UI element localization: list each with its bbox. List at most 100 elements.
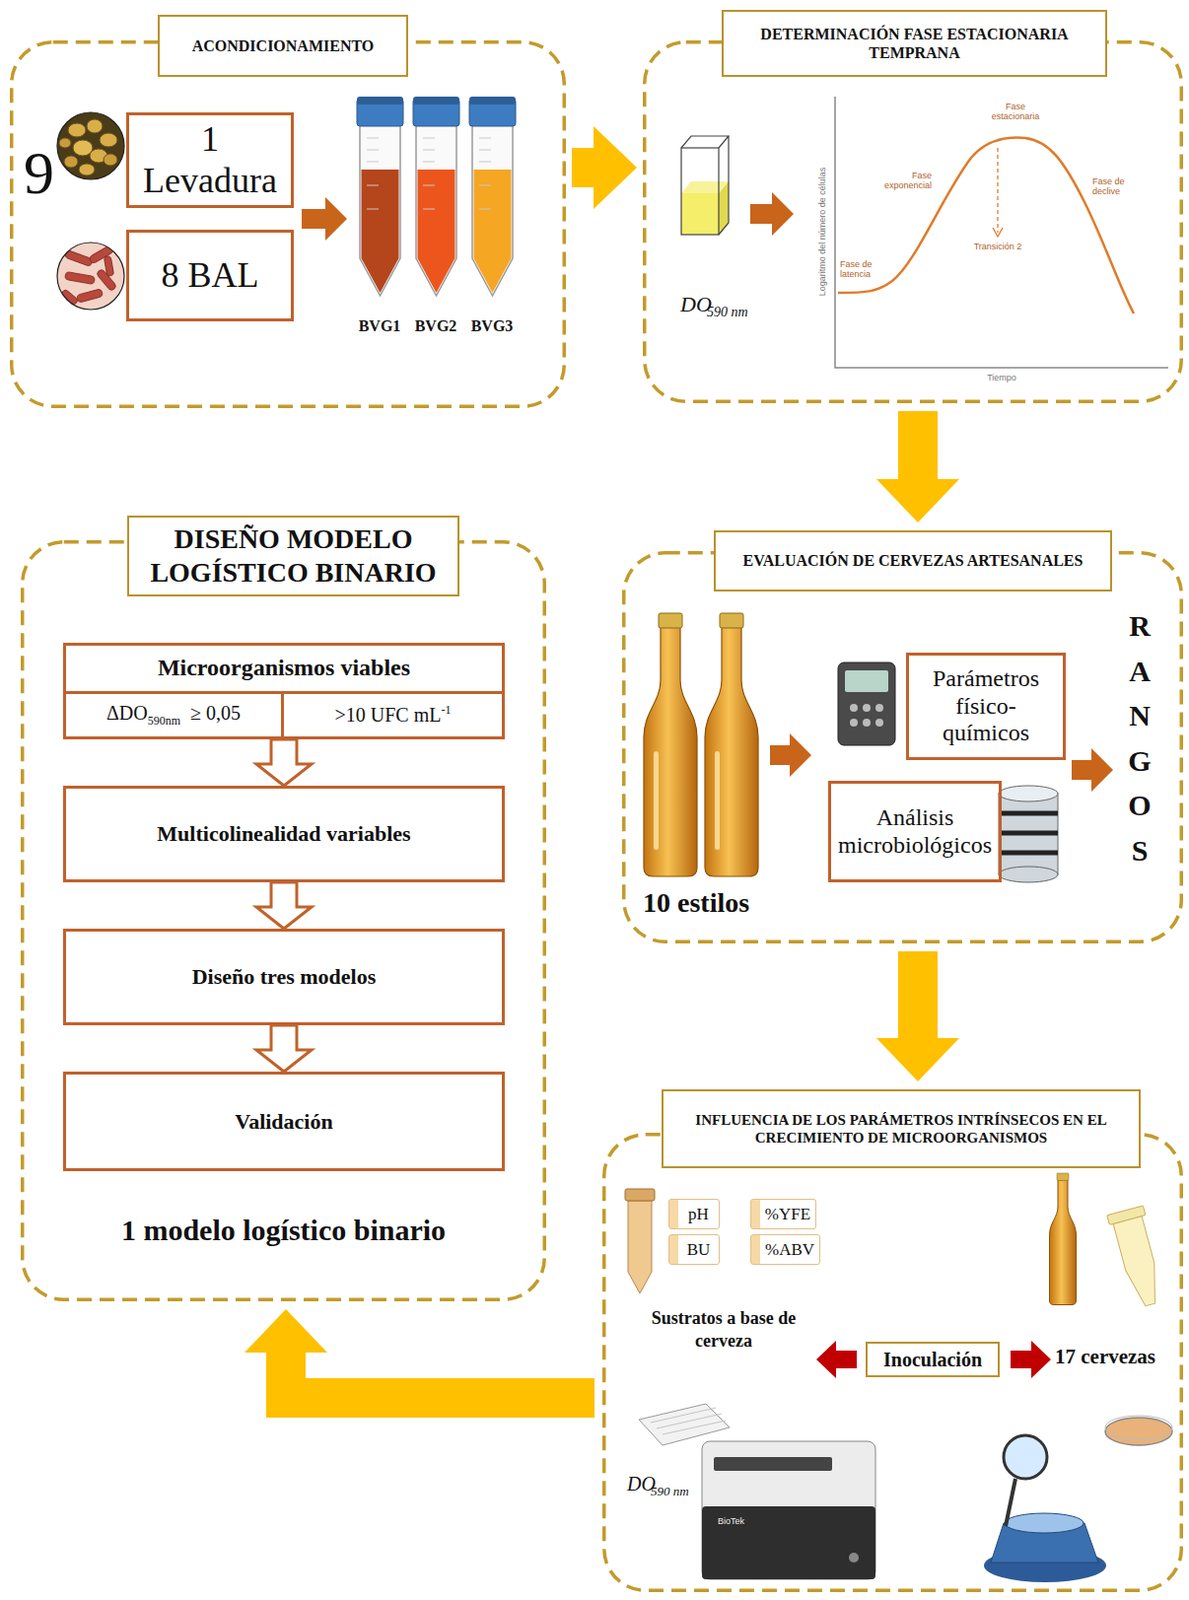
ph-meter xyxy=(849,718,858,727)
yeast-micrograph xyxy=(57,112,125,180)
yeast-micrograph xyxy=(68,123,86,138)
box-label: Diseño tres modelos xyxy=(192,964,377,989)
yeast-micrograph xyxy=(78,163,95,176)
yeast-micrograph xyxy=(57,112,125,180)
analysis-box: Análisis microbiológicos xyxy=(828,780,1002,883)
culture-tube xyxy=(469,96,516,105)
criteria-cell: ΔDO590nm≥ 0,05 xyxy=(66,691,284,737)
panel-title: DISEÑO MODELO LOGÍSTICO BINARIO xyxy=(127,515,460,597)
growth-curve-chart xyxy=(992,227,1003,237)
petri-dish xyxy=(1105,1415,1173,1446)
ph-meter xyxy=(862,703,871,712)
plate-reader xyxy=(701,1506,876,1580)
text-block: ΔDO590nm≥ 0,05 xyxy=(106,701,241,729)
process-arrow xyxy=(750,192,794,236)
lab-bacteria-micrograph xyxy=(103,255,114,277)
text-block: Validación xyxy=(234,1109,333,1134)
box-label: Microorganismos viables xyxy=(157,654,411,683)
stage-arrow xyxy=(876,951,960,1082)
tube-label: BVG2 xyxy=(415,317,458,336)
vertical-word: RANGOS xyxy=(1124,603,1155,874)
sample-tube xyxy=(1107,1205,1146,1225)
phase-label: Fase de latencia xyxy=(839,260,884,280)
culture-tube xyxy=(422,138,435,210)
lab-bacteria-micrograph xyxy=(75,288,103,303)
lab-bacteria-micrograph xyxy=(57,242,125,310)
culture-tube xyxy=(418,169,456,293)
stage-arrow xyxy=(244,1309,595,1399)
ph-meter xyxy=(875,718,884,727)
measure-subscript: 590 nm xyxy=(650,1484,690,1500)
culture-tube xyxy=(474,169,512,293)
ph-meter xyxy=(844,670,889,693)
analysis-box: Parámetros físico-químicos xyxy=(906,652,1066,761)
sample-tube xyxy=(1113,1216,1165,1310)
ph-meter xyxy=(838,662,896,746)
panel-title: ACONDICIONAMIENTO xyxy=(157,14,409,77)
culture-tube xyxy=(356,96,404,296)
box-label: %YFE xyxy=(765,1204,811,1224)
growth-curve-chart xyxy=(835,96,1169,368)
beer-bottle xyxy=(1049,1180,1077,1306)
beer-bottle xyxy=(1056,1173,1069,1182)
box-label: BU xyxy=(687,1240,711,1259)
text-block: Multicolinealidad variables xyxy=(156,821,411,846)
beer-bottle xyxy=(653,751,659,850)
count-label: 10 estilos xyxy=(642,887,750,919)
inoculation-box: Inoculación xyxy=(865,1341,1000,1378)
arrow-head xyxy=(876,479,960,523)
box-label: Multicolinealidad variables xyxy=(156,821,411,846)
box-label: %ABV xyxy=(765,1240,815,1259)
hollow-arrow-shape xyxy=(256,1025,312,1072)
process-arrow xyxy=(769,733,812,777)
panel-title: EVALUACIÓN DE CERVEZAS ARTESANALES xyxy=(713,530,1113,592)
panel-outline xyxy=(22,542,546,1301)
beer-bottle xyxy=(714,751,720,850)
petri-dish-stack xyxy=(998,793,1058,875)
colony-counter xyxy=(1003,1435,1048,1479)
box-label: Validación xyxy=(234,1109,333,1134)
plate-reader xyxy=(713,1457,833,1471)
beer-bottle xyxy=(643,627,698,877)
hollow-flow-arrow xyxy=(256,1025,312,1072)
microbe-count-box: 8 BAL xyxy=(126,229,294,322)
box-label: ΔDO xyxy=(106,701,148,724)
axis-title: Logaritmo del número de células xyxy=(817,167,828,297)
criteria-box: Microorganismos viablesΔDO590nm≥ 0,05>10… xyxy=(63,642,505,740)
measure-subscript: 590 nm xyxy=(706,304,749,321)
panel-note: 1 modelo logístico binario xyxy=(20,1212,547,1249)
cuvette xyxy=(681,193,719,235)
text-block: %ABV xyxy=(765,1240,815,1260)
lab-bacteria-micrograph xyxy=(65,271,96,284)
process-arrow xyxy=(301,197,348,241)
box-label: ≥ 0,05 xyxy=(190,701,241,724)
process-arrow xyxy=(301,197,348,241)
panel-outline xyxy=(624,553,1183,943)
petri-dish-stack xyxy=(998,785,1058,802)
yeast-micrograph xyxy=(57,112,125,180)
text-block: Inoculación xyxy=(883,1348,982,1372)
stage-panel: DETERMINACIÓN FASE ESTACIONARIA TEMPRANA xyxy=(642,40,1184,404)
petri-dish xyxy=(1105,1415,1173,1440)
arrow-body xyxy=(898,411,938,481)
culture-tube xyxy=(356,96,404,105)
plate-reader xyxy=(848,1552,859,1563)
petri-dish-stack xyxy=(998,785,1058,883)
stage-panel: DISEÑO MODELO LOGÍSTICO BINARIO1 modelo … xyxy=(20,540,547,1302)
count-label: 17 cervezas xyxy=(1054,1344,1156,1369)
culture-tube xyxy=(413,96,460,105)
box-label: Análisis microbiológicos xyxy=(838,804,992,858)
panel-outline xyxy=(11,42,565,408)
hollow-arrow-shape xyxy=(256,739,312,786)
axis-title: Tiempo xyxy=(986,372,1017,383)
stage-panel: EVALUACIÓN DE CERVEZAS ARTESANALESParáme… xyxy=(622,551,1184,944)
yeast-micrograph xyxy=(99,133,118,147)
inoculation-arrow xyxy=(1010,1340,1051,1379)
microplate xyxy=(638,1403,730,1446)
microbe-count-box: 1 Levadura xyxy=(126,112,294,209)
stage-panel: ACONDICIONAMIENTO1 Levadura8 BAL xyxy=(9,40,566,409)
box-label: Parámetros físico-químicos xyxy=(932,665,1040,746)
text-block: %YFE xyxy=(765,1204,811,1225)
panel-title: INFLUENCIA DE LOS PARÁMETROS INTRÍNSECOS… xyxy=(661,1089,1141,1169)
